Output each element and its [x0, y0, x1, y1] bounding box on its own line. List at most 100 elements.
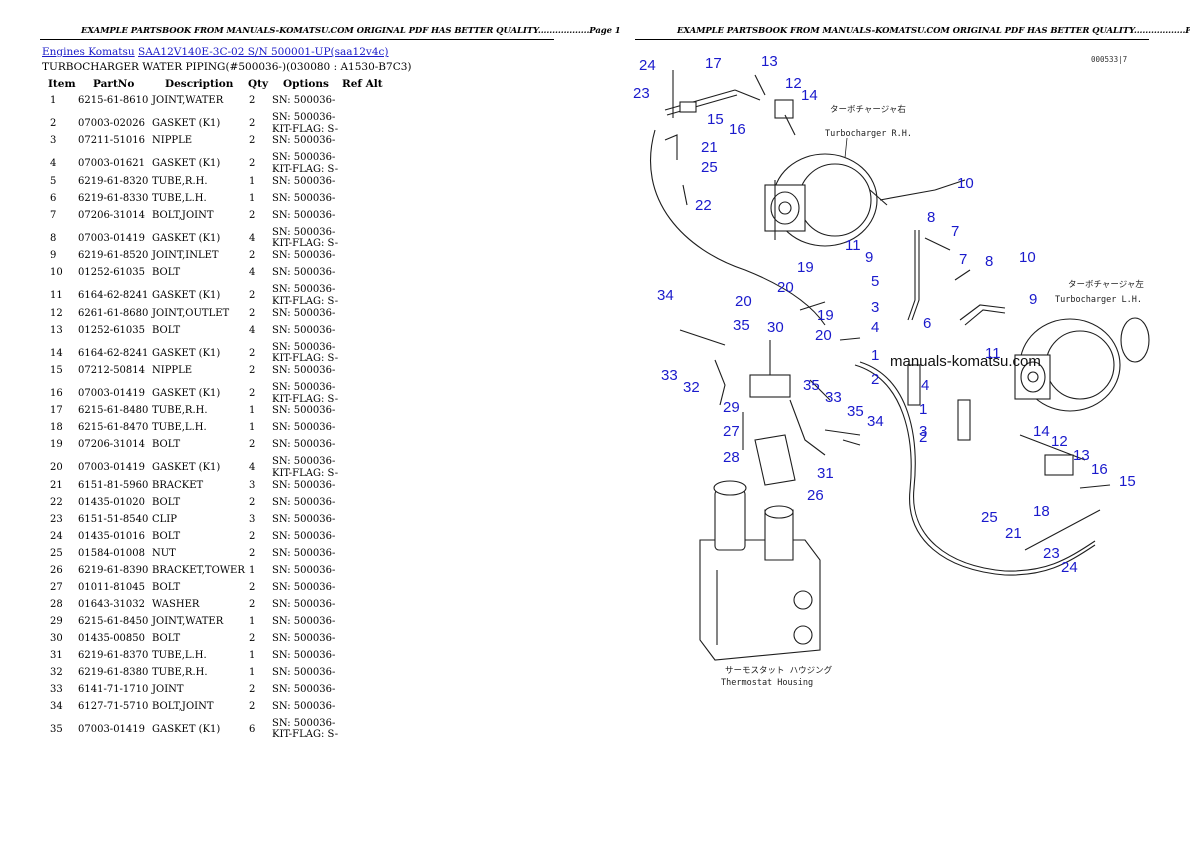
breadcrumb-link-model[interactable]: SAA12V140E-3C-02 S/N 500001-UP(saa12v4c) [138, 46, 389, 58]
cell-item: 31 [50, 649, 63, 661]
callout-number: 33 [661, 367, 678, 384]
cell-description: NIPPLE [152, 135, 193, 147]
callout-number: 22 [695, 197, 712, 214]
cell-partno: 07206-31014 [78, 209, 146, 221]
pipe-right-long-2 [859, 361, 1096, 572]
cell-options: SN: 500036- [272, 496, 336, 508]
callout-number: 1 [871, 347, 879, 364]
cell-description: WASHER [152, 598, 200, 610]
breadcrumb-link-engines[interactable]: Engines Komatsu [42, 46, 135, 58]
cell-qty: 6 [249, 723, 256, 735]
cell-partno: 07211-51016 [78, 135, 146, 147]
cell-options: SN: 500036- [272, 267, 336, 279]
cell-qty: 2 [249, 547, 256, 559]
callout-number: 20 [777, 279, 794, 296]
callout-number: 14 [801, 87, 818, 104]
cell-description: BOLT [152, 267, 181, 279]
cell-description: GASKET (K1) [152, 232, 221, 244]
callout-number: 17 [705, 55, 722, 72]
cell-qty: 2 [249, 118, 256, 129]
cell-options: KIT-FLAG: S- [272, 467, 339, 479]
cell-options: SN: 500036- [272, 666, 336, 678]
cell-partno: 07212-50814 [78, 365, 146, 376]
cell-options: KIT-FLAG: S- [272, 353, 339, 365]
cell-qty: 2 [249, 290, 256, 302]
cell-description: BOLT [152, 439, 181, 451]
cell-partno: 6215-61-8450 [78, 615, 149, 627]
callout-number: 12 [785, 75, 802, 92]
page-header: EXAMPLE PARTSBOOK FROM MANUALS-KOMATSU.C… [677, 26, 1190, 36]
cell-description: BRACKET,TOWER [152, 564, 245, 576]
cell-qty: 2 [249, 365, 256, 376]
cell-partno: 07003-01621 [78, 158, 146, 170]
cell-partno: 01435-01020 [78, 496, 146, 508]
callout-number: 7 [951, 223, 959, 240]
cell-item: 3 [50, 135, 57, 147]
cell-options: KIT-FLAG: S- [272, 393, 339, 405]
callout-number: 25 [981, 509, 998, 526]
cell-options: SN: 500036- [272, 513, 336, 525]
cell-description: GASKET (K1) [152, 462, 221, 474]
cell-description: BOLT [152, 581, 181, 593]
cell-description: JOINT,WATER [152, 615, 224, 627]
cell-partno: 6151-81-5960 [78, 479, 149, 491]
cell-partno: 01011-81045 [78, 581, 146, 593]
callout-number: 13 [1073, 447, 1090, 464]
callout-number: 16 [1091, 461, 1108, 478]
cell-options: SN: 500036- [272, 683, 336, 695]
cell-description: JOINT [152, 683, 184, 695]
cell-description: TUBE,R.H. [152, 405, 208, 417]
cell-partno: 01643-31032 [78, 598, 146, 610]
cell-item: 1 [50, 95, 57, 106]
thermostat-label: Thermostat Housing [721, 678, 813, 688]
cell-item: 22 [50, 496, 63, 508]
callout-number: 5 [871, 273, 879, 290]
callout-number: 34 [867, 413, 884, 430]
cell-description: GASKET (K1) [152, 158, 221, 170]
callout-number: 14 [1033, 423, 1050, 440]
cell-options: SN: 500036- [272, 341, 336, 353]
cell-qty: 1 [249, 666, 256, 678]
cell-partno: 01435-01016 [78, 530, 146, 542]
cell-description: BRACKET [152, 479, 204, 491]
cell-qty: 2 [249, 598, 256, 610]
cell-description: BOLT,JOINT [152, 209, 214, 221]
thermostat-housing: サーモスタット ハウジング Thermostat Housing [699, 480, 833, 688]
cell-qty: 2 [249, 250, 256, 262]
cell-qty: 2 [249, 158, 256, 170]
cell-partno: 01584-01008 [78, 547, 146, 559]
cell-qty: 1 [249, 564, 256, 576]
bracket-tower-assembly [679, 301, 861, 486]
cell-partno: 01252-61035 [78, 267, 146, 279]
cell-qty: 1 [249, 615, 256, 627]
cell-options: KIT-FLAG: S- [272, 295, 339, 307]
cell-item: 7 [50, 209, 57, 221]
callout-number: 23 [1043, 545, 1060, 562]
cell-item: 30 [50, 632, 63, 644]
cell-options: KIT-FLAG: S- [272, 123, 339, 135]
exploded-parts-diagram: 000533|7 ターボチャージャ右 Turbocharger R.H. [633, 53, 1150, 688]
cell-partno: 6219-61-8330 [78, 192, 149, 204]
callout-number: 3 [919, 423, 927, 440]
cell-partno: 6151-51-8540 [78, 513, 149, 525]
cell-description: TUBE,R.H. [152, 175, 208, 187]
callout-number: 19 [817, 307, 834, 324]
cell-qty: 2 [249, 496, 256, 508]
cell-qty: 2 [249, 700, 256, 712]
column-header-qty: Qty [248, 78, 269, 90]
cell-item: 34 [50, 700, 63, 712]
cell-qty: 2 [249, 683, 256, 695]
page-header: EXAMPLE PARTSBOOK FROM MANUALS-KOMATSU.C… [81, 26, 621, 36]
cell-options: SN: 500036- [272, 112, 336, 123]
cell-options: SN: 500036- [272, 598, 336, 610]
cell-description: TUBE,L.H. [152, 192, 207, 204]
cell-options: SN: 500036- [272, 382, 336, 393]
cell-qty: 2 [249, 95, 256, 106]
cell-description: BOLT [152, 496, 181, 508]
cell-description: BOLT [152, 632, 181, 644]
cell-options: SN: 500036- [272, 95, 336, 106]
cell-partno: 07003-01419 [78, 388, 146, 399]
callout-number: 11 [985, 345, 1001, 362]
cell-description: TUBE,L.H. [152, 422, 207, 434]
callout-number: 34 [657, 287, 674, 304]
